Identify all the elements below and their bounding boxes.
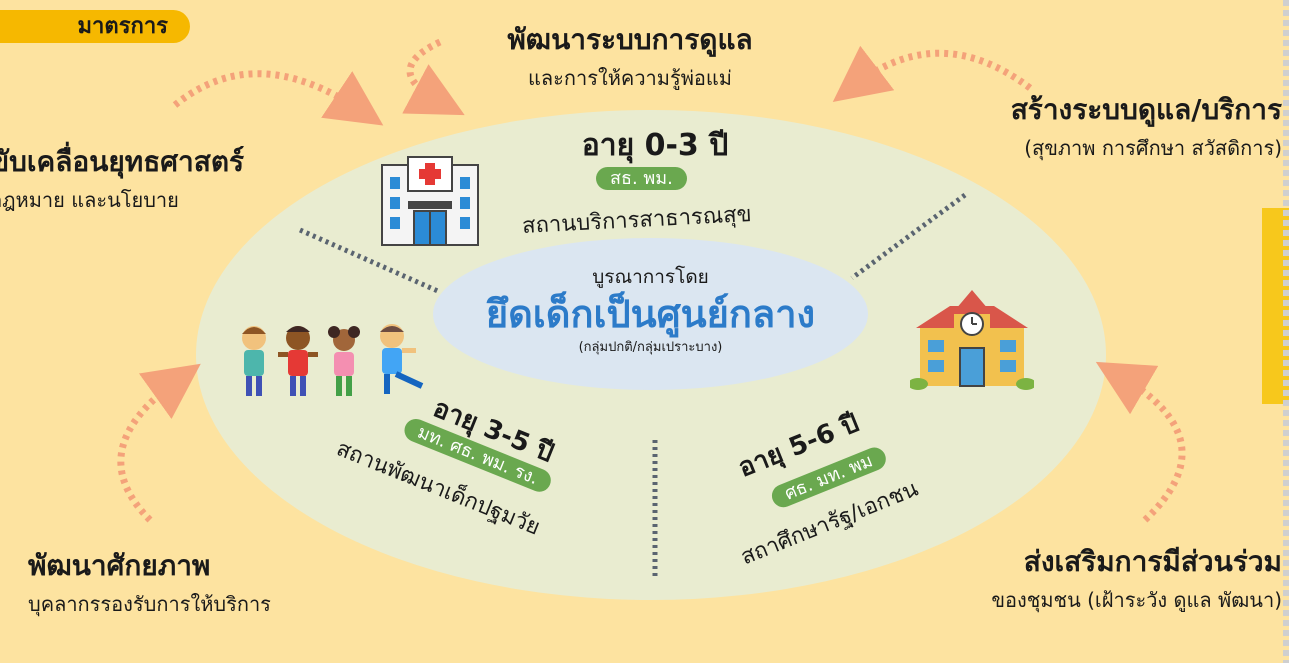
strategy-top-title: พัฒนาระบบการดูแล xyxy=(507,23,753,56)
strategy-bottom-left-sub: บุคลากรรองรับการให้บริการ xyxy=(28,592,271,616)
center-intro: บูรณาการโดย xyxy=(592,266,709,288)
strategy-bottom-left: พัฒนาศักยภาพ บุคลากรรองรับการให้บริการ xyxy=(28,544,408,620)
strategy-top: พัฒนาระบบการดูแล และการให้ความรู้พ่อแม่ xyxy=(460,18,800,94)
children-icon xyxy=(242,324,424,396)
center-block: บูรณาการโดย ยึดเด็กเป็นศูนย์กลาง (กลุ่มป… xyxy=(433,262,868,357)
child-2 xyxy=(278,326,318,396)
strategy-left-sub: กฎหมาย และนโยบาย xyxy=(0,188,179,212)
center-ellipse xyxy=(433,238,868,390)
child-3 xyxy=(328,326,360,396)
strategy-bottom-left-title: พัฒนาศักยภาพ xyxy=(28,549,211,582)
strategy-left: ขับเคลื่อนยุทธศาสตร์ กฎหมาย และนโยบาย xyxy=(0,140,330,216)
page-edge xyxy=(1283,0,1289,663)
age-0-3-agencies-pill: สธ. พม. xyxy=(596,163,687,192)
divider-left xyxy=(298,227,442,295)
divider-right xyxy=(850,192,967,281)
arrow-bottom-right xyxy=(1095,361,1186,523)
arrow-top-left xyxy=(172,70,384,126)
strategy-left-title: ขับเคลื่อนยุทธศาสตร์ xyxy=(0,145,245,178)
child-4 xyxy=(380,324,424,394)
strategy-top-right-title: สร้างระบบดูแล/บริการ xyxy=(1010,93,1282,126)
strategy-bottom-right-title: ส่งเสริมการมีส่วนร่วม xyxy=(1023,545,1282,578)
child-1 xyxy=(242,326,266,396)
strategy-top-sub: และการให้ความรู้พ่อแม่ xyxy=(528,66,732,90)
age-0-3-group: อายุ 0-3 ปี xyxy=(540,122,770,169)
strategy-bottom-right-sub: ของชุมชน (เฝ้าระวัง ดูแล พัฒนา) xyxy=(991,588,1282,612)
strategy-bottom-right: ส่งเสริมการมีส่วนร่วม ของชุมชน (เฝ้าระวั… xyxy=(880,540,1282,616)
measures-tag: มาตรการ xyxy=(0,10,190,43)
strategy-top-right: สร้างระบบดูแล/บริการ (สุขภาพ การศึกษา สว… xyxy=(920,88,1282,164)
center-note: (กลุ่มปกติ/กลุ่มเปราะบาง) xyxy=(578,340,723,355)
school-icon xyxy=(910,290,1034,390)
strategy-top-right-sub: (สุขภาพ การศึกษา สวัสดิการ) xyxy=(1024,136,1282,160)
hospital-icon xyxy=(381,156,479,246)
arrow-top-right xyxy=(832,45,1033,102)
age-0-3-agencies: สธ. พม. xyxy=(596,167,687,190)
arrow-top-center xyxy=(402,38,465,116)
arrow-bottom-left xyxy=(117,363,201,523)
center-main: ยึดเด็กเป็นศูนย์กลาง xyxy=(485,292,816,336)
age-0-3-label: อายุ 0-3 ปี xyxy=(581,128,729,163)
